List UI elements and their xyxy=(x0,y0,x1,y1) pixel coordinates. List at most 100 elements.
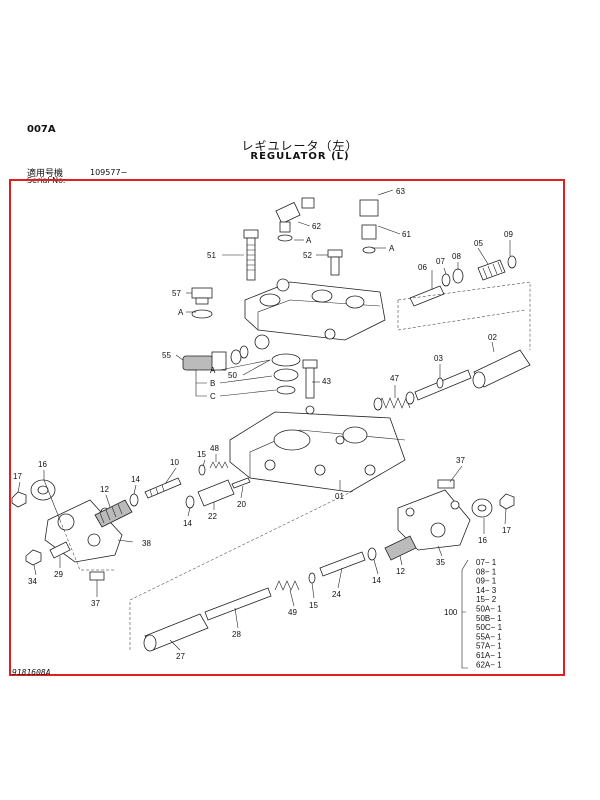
pin-20 xyxy=(231,477,251,489)
screw-37-right xyxy=(437,479,455,489)
kit-row: 62A− 1 xyxy=(476,660,502,669)
callout-37-right: 37 xyxy=(456,456,465,465)
nut-16-left xyxy=(30,479,56,501)
callout-35: 35 xyxy=(436,558,445,567)
callout-20: 20 xyxy=(237,500,246,509)
spool-24 xyxy=(319,551,366,577)
kit-row: 07− 1 xyxy=(476,558,497,567)
callout-22: 22 xyxy=(208,512,217,521)
elbow-fitting-62 xyxy=(275,197,315,242)
gasket-50 xyxy=(271,353,301,395)
callout-49: 49 xyxy=(288,608,297,617)
callout-10: 10 xyxy=(170,458,179,467)
callout-28: 28 xyxy=(232,630,241,639)
bolt-51 xyxy=(243,229,259,281)
title-english: REGULATOR (L) xyxy=(250,151,350,162)
spool-03 xyxy=(414,369,472,401)
upper-housing xyxy=(244,278,386,350)
oring-14-right xyxy=(367,547,377,561)
callout-24: 24 xyxy=(332,590,341,599)
cover-35 xyxy=(397,489,471,551)
callout-47: 47 xyxy=(390,374,399,383)
callout-48: 48 xyxy=(210,444,219,453)
ring-15-lower xyxy=(308,572,316,584)
callout-06: 06 xyxy=(418,263,427,272)
callout-09: 09 xyxy=(504,230,513,239)
ref-c-50: C xyxy=(210,392,216,401)
callout-17-left: 17 xyxy=(13,472,22,481)
nut-17-right xyxy=(499,493,515,510)
ring-15 xyxy=(198,464,206,476)
spring-47 xyxy=(373,391,415,411)
sleeve-22 xyxy=(197,479,235,507)
sleeve-02 xyxy=(472,349,531,389)
diagram-frame xyxy=(9,179,565,676)
callout-08: 08 xyxy=(452,252,461,261)
kit-row: 61A− 1 xyxy=(476,651,502,660)
kit-row: 09− 1 xyxy=(476,577,497,586)
callout-63: 63 xyxy=(396,187,405,196)
callout-05: 05 xyxy=(474,239,483,248)
callout-14-center: 14 xyxy=(183,519,192,528)
callout-16-left: 16 xyxy=(38,460,47,469)
oring-14-left xyxy=(129,493,139,507)
connector-61 xyxy=(359,199,379,254)
callout-14-right: 14 xyxy=(372,576,381,585)
callout-51: 51 xyxy=(207,251,216,260)
oring-14-center xyxy=(185,495,195,509)
callout-07: 07 xyxy=(436,257,445,266)
kit-row: 57A− 1 xyxy=(476,642,502,651)
callout-38: 38 xyxy=(142,539,151,548)
callout-labels: 63 62 61 09 51 52 05 06 07 08 57 55 50 4… xyxy=(13,187,513,661)
piston-10 xyxy=(144,477,182,499)
callout-62: 62 xyxy=(312,222,321,231)
kit-row: 55A− 1 xyxy=(476,632,502,641)
sleeve-27 xyxy=(143,613,209,652)
callout-55: 55 xyxy=(162,351,171,360)
callout-14-upper-left: 14 xyxy=(131,475,140,484)
callout-34: 34 xyxy=(28,577,37,586)
nut-17-left xyxy=(11,491,27,508)
kit-row: 15− 2 xyxy=(476,595,497,604)
set-screw-29 xyxy=(49,541,71,559)
callout-15-upper: 15 xyxy=(197,450,206,459)
callout-16-right: 16 xyxy=(478,536,487,545)
spool-28 xyxy=(204,587,272,621)
spool-sleeve-05 xyxy=(477,259,506,281)
nut-16-right xyxy=(471,498,493,518)
oring-09 xyxy=(507,255,517,269)
reference-letters: A A A A B C xyxy=(178,236,395,401)
spring-12-right xyxy=(384,535,417,561)
main-housing-01 xyxy=(229,405,406,493)
callout-27: 27 xyxy=(176,652,185,661)
callout-50: 50 xyxy=(228,371,237,380)
callout-37-left: 37 xyxy=(91,599,100,608)
screw-37-left xyxy=(89,571,105,581)
spring-49 xyxy=(274,580,300,591)
pipe-63 xyxy=(299,180,373,206)
callout-52: 52 xyxy=(303,251,312,260)
kit-row: 14− 3 xyxy=(476,586,497,595)
callout-15-lower: 15 xyxy=(309,601,318,610)
ref-a-57: A xyxy=(178,308,184,317)
callout-02: 02 xyxy=(488,333,497,342)
callout-43: 43 xyxy=(322,377,331,386)
bolt-43 xyxy=(302,359,318,399)
drawing-number: 9181608A xyxy=(12,668,51,677)
kit-row: 08− 1 xyxy=(476,567,497,576)
kit-row: 50B− 1 xyxy=(476,614,502,623)
ref-a-50: A xyxy=(210,366,216,375)
piston-06 xyxy=(409,285,445,307)
bolt-52 xyxy=(327,249,343,276)
title-japanese: レギユレータ（左） xyxy=(241,139,359,153)
ref-b-50: B xyxy=(210,379,215,388)
ring-07-08 xyxy=(441,268,464,287)
spring-12-left xyxy=(94,499,133,528)
callout-17-right: 17 xyxy=(502,526,511,535)
callout-57: 57 xyxy=(172,289,181,298)
callout-61: 61 xyxy=(402,230,411,239)
sensor-55 xyxy=(182,345,249,371)
callout-29: 29 xyxy=(54,570,63,579)
